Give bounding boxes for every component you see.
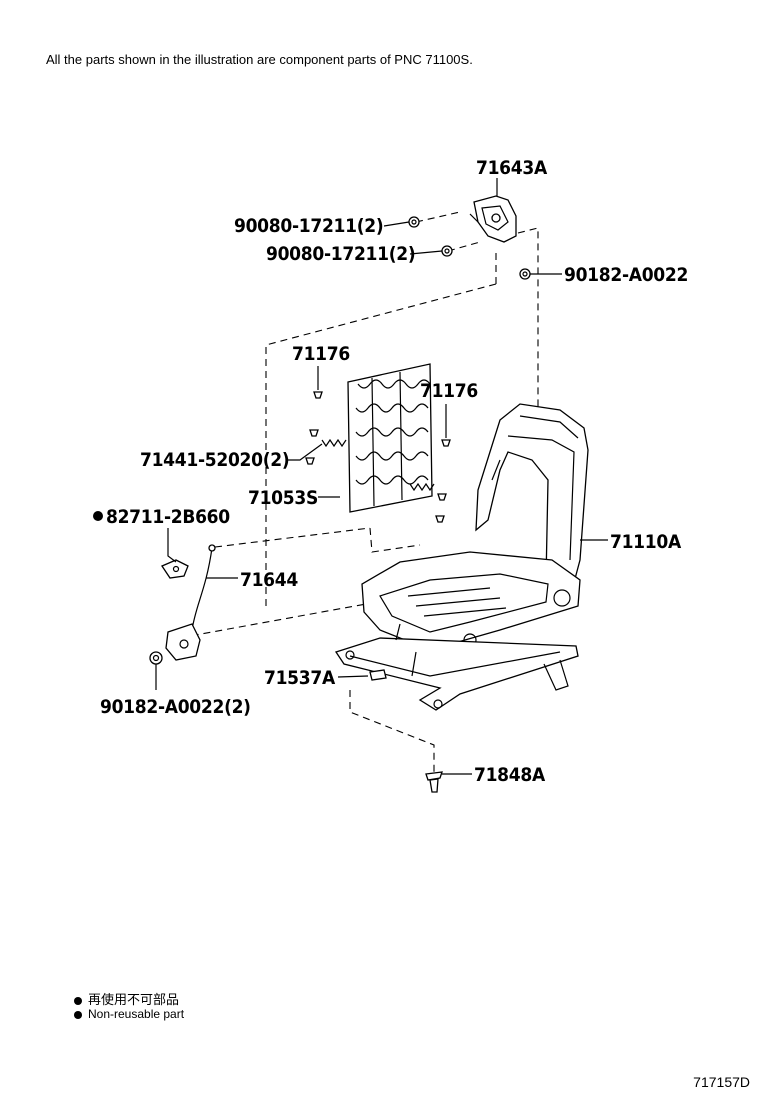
label-71643A: 71643A [476, 157, 548, 179]
bullet-icon [74, 996, 82, 1005]
legend-en-text: Non-reusable part [88, 1007, 185, 1021]
part-90080-nut-a [408, 216, 420, 228]
legend-japanese: 再使用不可部品 [74, 989, 179, 1008]
part-71053S-spring-mat [347, 363, 433, 513]
leader-lines [155, 178, 608, 775]
reference-lines [167, 211, 539, 772]
non-reusable-dot-icon [93, 511, 103, 521]
label-71441: 71441-52020(2) [140, 449, 289, 471]
part-labels: 71643A 90080-17211(2) 90080-17211(2) 901… [93, 157, 688, 786]
label-71110A: 71110A [610, 531, 682, 553]
label-90182-2: 90182-A0022(2) [100, 696, 251, 718]
label-71176-b: 71176 [420, 380, 478, 402]
part-82711-clip [161, 559, 189, 579]
part-71644-harness [165, 544, 216, 661]
part-71176-clip-b [441, 439, 451, 447]
part-71110A-seat-frame [334, 403, 589, 711]
label-71537A: 71537A [264, 667, 336, 689]
figure-code: 717157D [693, 1074, 750, 1090]
label-90182: 90182-A0022 [564, 264, 688, 286]
part-71537A-pad [369, 669, 387, 681]
legend-jp-text: 再使用不可部品 [88, 992, 180, 1007]
part-90080-nut-b [441, 245, 453, 257]
misc-clips [305, 429, 447, 523]
legend-english: Non-reusable part [74, 1007, 184, 1021]
label-71053S: 71053S [248, 487, 318, 509]
label-90080-b: 90080-17211(2) [266, 243, 415, 265]
label-82711: 82711-2B660 [106, 506, 230, 528]
part-71176-clip-a [313, 391, 323, 399]
header-note: All the parts shown in the illustration … [46, 52, 473, 67]
label-71176-a: 71176 [292, 343, 350, 365]
part-71441-springs [321, 438, 435, 492]
part-90182-nut [519, 268, 531, 280]
label-90080-a: 90080-17211(2) [234, 215, 383, 237]
part-71643A-bracket [469, 195, 517, 243]
label-71848A: 71848A [474, 764, 546, 786]
part-71848A-cap [425, 771, 443, 793]
part-90182-nut-b [149, 651, 163, 665]
label-71644: 71644 [240, 569, 298, 591]
bullet-icon [74, 1010, 82, 1019]
